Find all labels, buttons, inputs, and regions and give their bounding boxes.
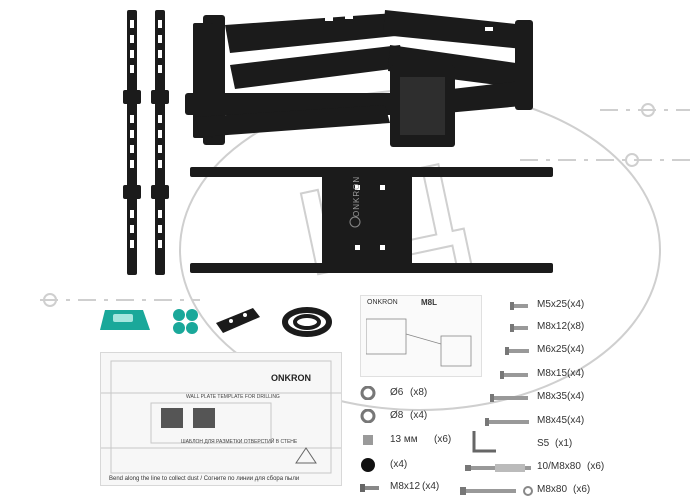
template-footer: Bend along the line to collect dust / Со… — [109, 476, 300, 482]
hardware-name: M8x12 — [390, 481, 421, 492]
hardware-name: Ø8 — [390, 410, 404, 421]
list-item: Ø6 (x8) — [360, 385, 427, 405]
hardware-name: M8x12 — [537, 321, 568, 332]
hardware-qty: (x4) — [422, 481, 440, 492]
cable-strap-roll-icon — [282, 307, 332, 337]
template-brand: ONKRON — [271, 373, 311, 383]
screw-icon — [510, 302, 528, 310]
template-title-ru: ШАБЛОН ДЛЯ РАЗМЕТКИ ОТВЕРСТИЙ В СТЕНЕ — [181, 439, 298, 445]
wrench-plate-icon — [216, 308, 260, 333]
articulating-arm — [185, 10, 533, 147]
hardware-name: M8x80 — [537, 484, 568, 495]
hardware-name: Ø6 — [390, 387, 404, 398]
hex-key-icon — [472, 431, 496, 453]
list-item: M6x25 (x4) — [455, 343, 695, 359]
drilling-template: ONKRON WALL PLATE TEMPLATE FOR DRILLING … — [100, 352, 342, 486]
manual-diagram — [366, 318, 472, 367]
hardware-qty: (x4) — [567, 368, 585, 379]
list-item: M5x25 (x4) — [455, 298, 695, 314]
hardware-name: 13 мм — [390, 434, 418, 445]
hardware-qty: (x8) — [410, 387, 428, 398]
list-item: M8x35 (x4) — [455, 390, 695, 406]
hardware-name: M8x15 — [537, 368, 568, 379]
hardware-right-list: M5x25 (x4) M8x12 (x8) M6x25 (x4) M8x15 (… — [455, 298, 695, 498]
bolt-icon — [360, 484, 379, 492]
list-item: M8x12 (x4) — [360, 481, 439, 499]
plate-brand-label: ONKRON — [352, 175, 361, 217]
anchor-bolt-icon — [465, 464, 531, 472]
manual-brand: ONKRON — [367, 299, 398, 306]
screw-icon — [500, 371, 528, 379]
spacer-icon — [363, 435, 373, 445]
list-item: (x4) — [360, 457, 407, 478]
hardware-qty: (x4) — [567, 391, 585, 402]
hardware-qty: (x4) — [567, 344, 585, 355]
bumper-pads-icon — [173, 309, 198, 334]
list-item: M8x45 (x4) — [455, 414, 695, 430]
vertical-rails — [123, 10, 169, 275]
list-item: 13 мм (x6) — [360, 433, 451, 452]
tv-plate-bars — [190, 167, 553, 273]
list-item: 10/M8x80 (x6) — [455, 460, 695, 476]
hardware-qty: (x8) — [567, 321, 585, 332]
list-item: M8x80 (x6) — [455, 483, 695, 499]
hardware-left-list: Ø6 (x8) Ø8 (x4) 13 мм (x6) (x4) M8x12 (x… — [360, 385, 510, 499]
nut-cap-icon — [361, 458, 375, 472]
hardware-name: S5 — [537, 438, 550, 449]
screw-icon — [510, 324, 528, 332]
hardware-name: M8x35 — [537, 391, 568, 402]
hardware-name: 10/M8x80 — [537, 461, 581, 472]
hardware-qty: (x4) — [567, 415, 585, 426]
list-item: M8x15 (x4) — [455, 367, 695, 383]
hardware-qty: (x6) — [573, 484, 591, 495]
list-item: M8x12 (x8) — [455, 320, 695, 336]
hardware-name: M8x45 — [537, 415, 568, 426]
list-item: S5 (x1) — [455, 431, 695, 453]
spirit-level-icon — [100, 310, 150, 330]
template-title-en: WALL PLATE TEMPLATE FOR DRILLING — [186, 394, 280, 400]
template-graphics — [101, 360, 341, 474]
screw-icon — [490, 394, 528, 402]
hardware-qty: (x6) — [434, 434, 452, 445]
screw-icon — [505, 347, 529, 355]
hardware-name: M6x25 — [537, 344, 568, 355]
list-item: Ø8 (x4) — [360, 408, 427, 428]
hardware-qty: (x4) — [410, 410, 428, 421]
hardware-qty: (x4) — [567, 299, 585, 310]
hardware-qty: (x1) — [555, 438, 573, 449]
hardware-qty: (x6) — [587, 461, 605, 472]
washer-icon — [360, 408, 376, 424]
manual-model: M8L — [421, 298, 437, 307]
lag-bolt-icon — [460, 486, 533, 496]
washer-icon — [360, 385, 376, 401]
screw-icon — [485, 418, 529, 426]
instruction-manual: ONKRON M8L — [360, 295, 482, 377]
hardware-qty: (x4) — [390, 459, 408, 470]
hardware-name: M5x25 — [537, 299, 568, 310]
